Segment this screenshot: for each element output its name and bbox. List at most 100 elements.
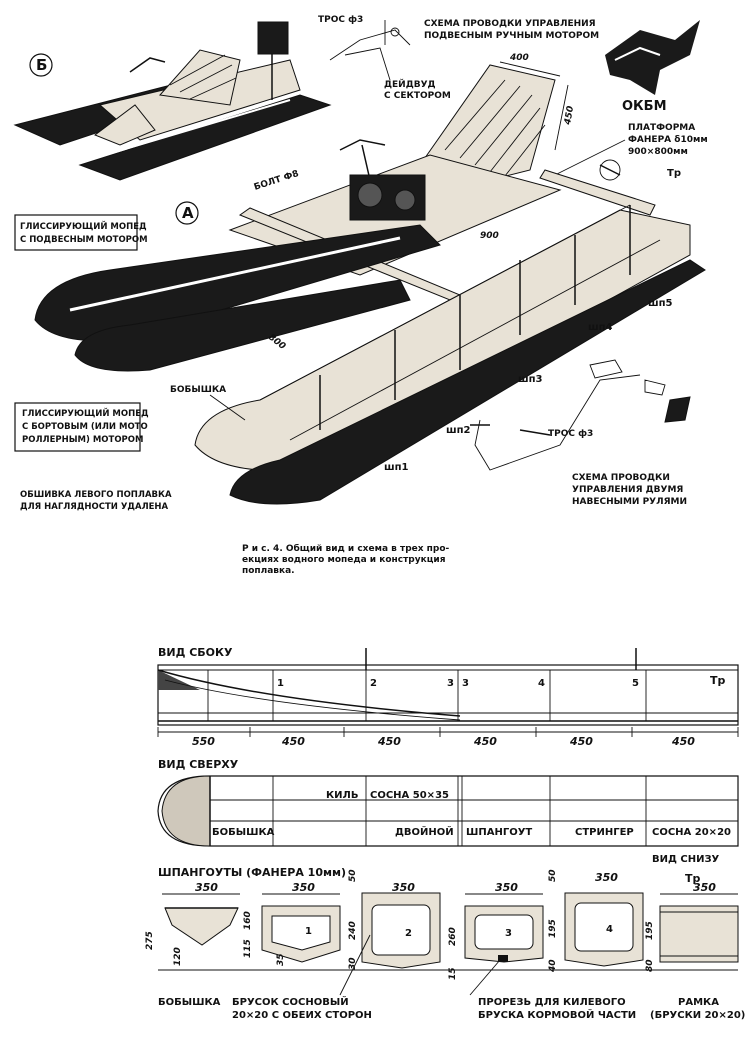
okbm-logo: ОКБМ — [605, 20, 700, 114]
frames-tr: Тр — [685, 872, 701, 885]
side-view: ВИД СБОКУ 1 2 3 3 4 5 Тр — [157, 646, 739, 748]
box2-line2: С БОРТОВЫМ (ИЛИ МОТО — [22, 422, 148, 432]
frame-width-2: 350 — [392, 881, 415, 894]
bolt-label: БОЛТ Ф8 — [253, 169, 300, 193]
side-dim-2: 450 — [281, 735, 305, 748]
h-120: 120 — [173, 947, 183, 966]
rudders-title-2: УПРАВЛЕНИЯ ДВУМЯ — [572, 485, 683, 495]
handlebar — [339, 139, 386, 151]
h-195a: 195 — [548, 919, 558, 938]
sp2-label: шп2 — [446, 425, 471, 436]
sp5-label: шп5 — [648, 298, 673, 309]
logo-text: ОКБМ — [622, 99, 667, 114]
bobyshka-frame-label: БОБЫШКА — [158, 997, 221, 1008]
steering-title-1: СХЕМА ПРОВОДКИ УПРАВЛЕНИЯ — [424, 19, 596, 29]
label-b: Б — [36, 56, 47, 74]
frame-rack-label-1: РАМКА — [678, 997, 719, 1008]
side-dim-1: 550 — [192, 735, 215, 748]
right-float — [194, 209, 691, 472]
side-dim-5: 450 — [569, 735, 593, 748]
slot-label-2: БРУСКА КОРМОВОЙ ЧАСТИ — [478, 1008, 636, 1021]
h-160: 160 — [243, 911, 253, 930]
box-inboard — [14, 402, 141, 452]
h-15: 15 — [448, 967, 458, 980]
h-50b: 50 — [548, 869, 558, 882]
side-view-title: ВИД СБОКУ — [158, 646, 233, 659]
keel-label: КИЛЬ — [326, 790, 358, 801]
side-tr: Тр — [710, 674, 726, 687]
slot-label-1: ПРОРЕЗЬ ДЛЯ КИЛЕВОГО — [478, 997, 626, 1008]
frames-title: ШПАНГОУТЫ (ФАНЕРА 10мм) — [158, 866, 346, 879]
cable-top-label: ТРОС ф3 — [318, 15, 363, 25]
caption-line3: поплавка. — [242, 566, 295, 576]
side-frame-3b: 3 — [462, 678, 469, 689]
frame-rack-label-2: (БРУСКИ 20×20) — [650, 1010, 745, 1021]
bobyshka-top-label: БОБЫШКА — [170, 385, 226, 395]
h-275: 275 — [145, 931, 155, 950]
side-dim-6: 450 — [671, 735, 695, 748]
motor-steering-sketch — [329, 20, 411, 81]
sp1-label: шп1 — [384, 462, 409, 473]
platform-label-2: ФАНЕРА δ10мм — [628, 135, 708, 145]
stringer-label: СТРИНГЕР — [575, 827, 634, 838]
h-50a: 50 — [348, 869, 358, 882]
side-frame-3a: 3 — [447, 678, 454, 689]
bar-label-2: 20×20 С ОБЕИХ СТОРОН — [232, 1010, 372, 1021]
double-label: ДВОЙНОЙ — [395, 825, 454, 838]
cable-bottom-label: ТРОС ф3 — [548, 429, 593, 439]
h-80: 80 — [645, 959, 655, 972]
tr-label-top: Тр — [667, 168, 681, 179]
frame-num-1: 1 — [305, 926, 312, 937]
left-float — [34, 224, 441, 342]
top-view-title: ВИД СВЕРХУ — [158, 758, 239, 771]
frame-num-2: 2 — [405, 928, 412, 939]
frames-section: ШПАНГОУТЫ (ФАНЕРА 10мм) 350 350 350 350 … — [145, 866, 745, 1021]
box1-line1: ГЛИССИРУЮЩИЙ МОПЕД — [20, 220, 147, 232]
frame-num-4: 4 — [606, 924, 613, 935]
rudders-title-1: СХЕМА ПРОВОДКИ — [572, 473, 670, 483]
side-frame-4: 4 — [538, 678, 545, 689]
bobyshka-plan-label: БОБЫШКА — [212, 827, 275, 838]
frame-width-3: 350 — [495, 881, 518, 894]
pine-50x35-label: СОСНА 50×35 — [370, 790, 449, 801]
h-240: 240 — [348, 921, 358, 940]
caption-line1: Р и с. 4. Общий вид и схема в трех про- — [242, 543, 450, 554]
label-a-circle — [175, 201, 199, 225]
sleeve-label-2: С СЕКТОРОМ — [384, 91, 451, 101]
sp3-label: шп3 — [518, 374, 543, 385]
float-frames — [259, 204, 661, 441]
side-dim-4: 450 — [473, 735, 497, 748]
figure-caption: Р и с. 4. Общий вид и схема в трех про- … — [242, 543, 450, 576]
bobyshka-section — [164, 907, 239, 946]
steering-title-2: ПОДВЕСНЫМ РУЧНЫМ МОТОРОМ — [424, 31, 599, 41]
box2-line1: ГЛИССИРУЮЩИЙ МОПЕД — [22, 407, 149, 419]
platform-label-3: 900×800мм — [628, 147, 688, 157]
perspective-figure: Б А ТРОС ф3 СХЕМА ПРОВОДКИ УПРАВЛЕНИЯ ПО… — [13, 15, 708, 512]
dim-900: 900 — [480, 231, 499, 241]
side-frame-2: 2 — [370, 678, 377, 689]
platform-label-1: ПЛАТФОРМА — [628, 123, 695, 133]
frame-width-bob: 350 — [195, 881, 218, 894]
pine-20x20-label: СОСНА 20×20 — [652, 827, 731, 838]
box2-line3: РОЛЛЕРНЫМ) МОТОРОМ — [22, 435, 143, 445]
dim-450: 450 — [563, 105, 576, 126]
moped-variant-b — [13, 21, 332, 181]
box1-line2: С ПОДВЕСНЫМ МОТОРОМ — [20, 235, 148, 245]
transom-section — [659, 905, 739, 963]
h-35: 35 — [276, 953, 286, 966]
caption-line2: екциях водного мопеда и конструкция — [242, 555, 446, 565]
dim-800: 800 — [266, 332, 287, 351]
side-dim-3: 450 — [377, 735, 401, 748]
side-frame-1: 1 — [277, 678, 284, 689]
bottom-view-label: ВИД СНИЗУ — [652, 854, 720, 865]
note-line1: ОБШИВКА ЛЕВОГО ПОПЛАВКА — [20, 490, 172, 500]
box-outboard — [14, 214, 138, 251]
rudders-title-3: НАВЕСНЫМИ РУЛЯМИ — [572, 497, 687, 507]
frame-word-label: ШПАНГОУТ — [466, 827, 532, 838]
seat — [419, 61, 569, 186]
note-line2: ДЛЯ НАГЛЯДНОСТИ УДАЛЕНА — [20, 502, 169, 512]
h-30: 30 — [348, 957, 358, 970]
h-115: 115 — [243, 939, 253, 958]
label-a: А — [182, 204, 194, 222]
